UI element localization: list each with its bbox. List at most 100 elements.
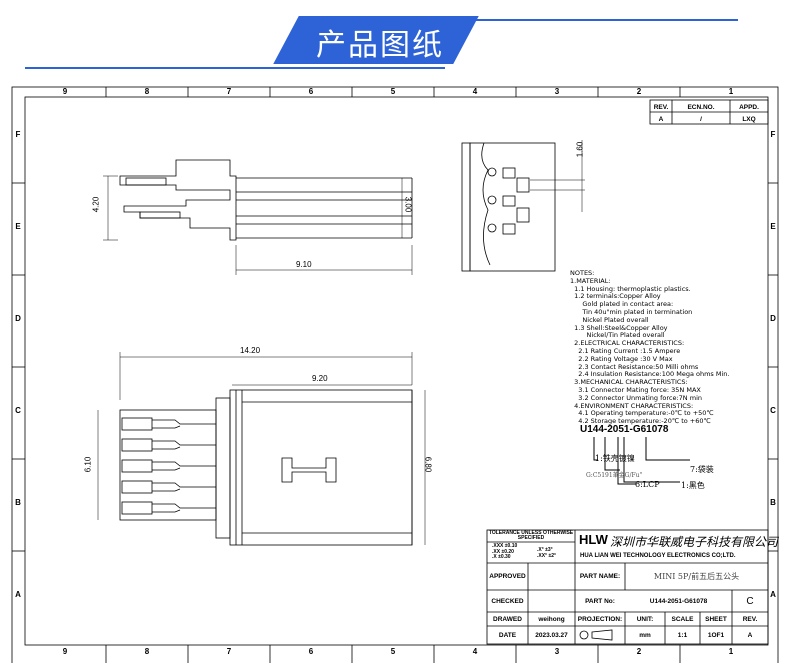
legend-package: 7:袋装 [690,465,714,474]
rev-header: REV. [654,104,669,111]
zone-column-label: 1 [729,87,734,96]
drawed-value: weihong [538,615,565,623]
zone-ticks [12,87,778,663]
note-line: 1.1 Housing: thermoplastic plastics. [570,284,691,293]
zone-row-label: A [770,590,776,599]
note-line: NOTES: [570,269,595,277]
note-line: 1.MATERIAL: [570,276,611,285]
notes: NOTES:1.MATERIAL: 1.1 Housing: thermopla… [570,269,730,426]
header-line-top [330,19,738,21]
appd-value: LXQ [742,116,755,123]
note-line: 4.1 Operating temperature:-0℃ to +50℃ [570,409,714,418]
checked-label: CHECKED [491,597,524,605]
projection-label: PROJECTION: [577,615,623,623]
note-line: 3.1 Connector Mating force: 35N MAX [570,385,701,394]
terminal-pin-lead [152,419,216,429]
terminal-pin [121,438,153,452]
note-line: 3.MECHANICAL CHARACTERISTICS: [570,378,688,387]
zone-row-label: C [770,406,776,415]
part-no-label: PART No: [585,597,615,605]
terminal-pins [121,417,216,515]
note-line: 1.3 Shell:Steel&Copper Alloy [570,323,668,332]
note-line: 2.4 Insulation Resistance:100 Mega ohms … [570,370,730,379]
zone-column-label: 2 [637,647,642,656]
note-line: Nickel Plated overall [570,315,649,324]
zone-column-label: 5 [391,87,396,96]
legend-material: 6:LCP [635,480,660,489]
appd-header: APPD. [739,104,759,111]
terminal-pin-lead [152,482,216,492]
unit-value: mm [639,631,651,639]
zone-column-label: 3 [555,647,560,656]
legend-shell: 1:铁壳镀镍 [595,454,635,463]
dim-front-pitch: 1.60 [575,141,585,158]
scale-value: 1:1 [677,631,688,639]
zone-column-label: 2 [637,87,642,96]
note-line: Gold plated in contact area: [570,300,674,309]
note-line: 2.ELECTRICAL CHARACTERISTICS: [570,339,685,348]
note-line: Tin 40u"min plated in termination [570,307,693,316]
legend-color: 1:黑色 [681,481,705,490]
rev-value: A [659,116,664,123]
note-line: 2.3 Contact Resistance:50 Milli ohms [570,362,699,371]
dim-side-height: 4.20 [91,196,101,213]
company-name-en: HUA LIAN WEI TECHNOLOGY ELECTRONICS CO;L… [580,553,736,559]
dim-side-length: 9.10 [296,260,312,269]
note-line: 2.1 Rating Current :1.5 Ampere [570,346,681,355]
dim-top-total: 14.20 [240,346,261,355]
zone-column-label: 7 [227,647,232,656]
approved-label: APPROVED [489,573,526,580]
zone-column-label: 4 [473,87,478,96]
drawed-label: DRAWED [493,615,522,623]
zone-row-label: D [770,314,776,323]
rev-value-block: A [747,631,753,639]
part-name: MINI 5P/前五后五公头 [653,572,740,581]
dim-top-body: 9.20 [312,374,328,383]
terminal-pin-lead [152,503,216,513]
revision-table [649,99,769,125]
part-code-leaders [593,437,690,485]
sheet-value: 1OF1 [707,631,725,639]
zone-row-label: C [15,406,21,415]
terminal-pin [121,480,153,494]
zone-row-label: E [15,222,21,231]
terminal-pin [121,417,153,431]
dim-top-height: 6.80 [423,456,433,473]
company-name-cn: 深圳市华联威电子科技有限公司 [610,535,779,549]
note-line: Nickel/Tin Plated overall [570,331,665,340]
zone-column-label: 9 [63,647,68,656]
zone-row-label: F [16,130,21,139]
zone-column-label: 9 [63,87,68,96]
note-line: 1.2 terminals:Copper Alloy [570,292,661,301]
note-line: 4.ENVIRONMENT CHARACTERISTICS: [570,401,694,410]
part-code: U144-2051-G61078 [580,424,669,435]
note-line: 2.2 Rating Voltage :30 V Max [570,354,673,363]
zone-column-label: 6 [309,87,314,96]
zone-row-label: A [15,590,21,599]
zone-column-label: 7 [227,87,232,96]
dim-top-width: 6.10 [83,456,93,473]
tolerance-title: TOLERANCE UNLESS OTHERWISE SPECIFIED [488,530,574,541]
legend-plating: G:C5191革金G/Fu" [586,472,643,479]
page-title: 产品图纸 [316,28,444,63]
zone-column-label: 8 [145,647,150,656]
terminal-pin-lead [152,461,216,471]
scale-label: SCALE [671,615,694,623]
tol-angle-1: .X° ±3° [537,547,553,553]
part-no: U144-2051-G61078 [649,597,708,605]
ecn-header: ECN.NO. [687,104,714,111]
tol-xx: .XX ±0.20 [492,548,514,555]
zone-column-label: 8 [145,87,150,96]
tol-angle-2: .XX° ±2° [537,552,556,559]
terminal-pin [121,459,153,473]
date-value: 2023.03.27 [535,631,568,639]
zone-column-label: 5 [391,647,396,656]
tol-xxx: .XXX ±0.10 [492,543,518,549]
zone-column-label: 4 [473,647,478,656]
side-view [103,159,413,275]
note-line: 3.2 Connector Unmating force:7N min [570,393,702,402]
zone-row-label: E [770,222,776,231]
zone-column-label: 6 [309,647,314,656]
